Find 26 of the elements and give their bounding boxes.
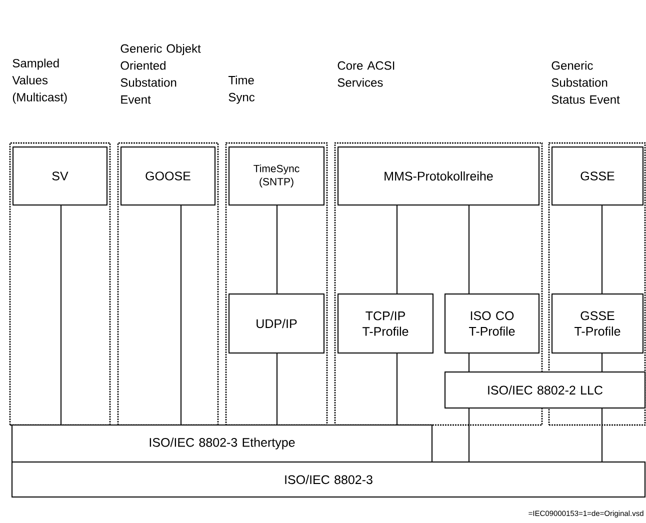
- column-heading: Time Sync: [228, 76, 255, 104]
- protocol-box: ISO/IEC 8802-3: [12, 462, 646, 498]
- protocol-box: ISO/IEC 8802-2 LLC: [444, 372, 646, 408]
- connector-line: [396, 353, 398, 425]
- connector-line: [180, 205, 182, 425]
- protocol-box: TCP/IP T-Profile: [338, 294, 434, 354]
- column-heading: Generic Objekt Oriented Substation Event: [120, 44, 201, 104]
- protocol-box: GSSE T-Profile: [552, 294, 644, 354]
- protocol-box: GSSE: [552, 146, 644, 206]
- column-heading: Core ACSI Services: [338, 61, 394, 87]
- connector-line: [276, 205, 278, 294]
- protocol-box: ISO CO T-Profile: [444, 294, 540, 354]
- connector-line: [468, 408, 470, 462]
- connector-line: [468, 205, 470, 294]
- column-heading: Sampled Values (Multicast): [12, 58, 67, 104]
- connector-line: [468, 353, 470, 372]
- connector-line: [60, 205, 62, 425]
- protocol-box: GOOSE: [120, 146, 216, 206]
- column-heading: Generic Substation Status Event: [552, 61, 620, 104]
- protocol-box: SV: [12, 146, 108, 206]
- protocol-box: UDP/IP: [228, 294, 324, 354]
- protocol-box: ISO/IEC 8802-3 Ethertype: [12, 424, 432, 462]
- connector-line: [396, 205, 398, 294]
- protocol-box: MMS-Protokollreihe: [338, 146, 540, 206]
- protocol-box: TimeSync (SNTP): [228, 146, 324, 206]
- connector-line: [276, 353, 278, 425]
